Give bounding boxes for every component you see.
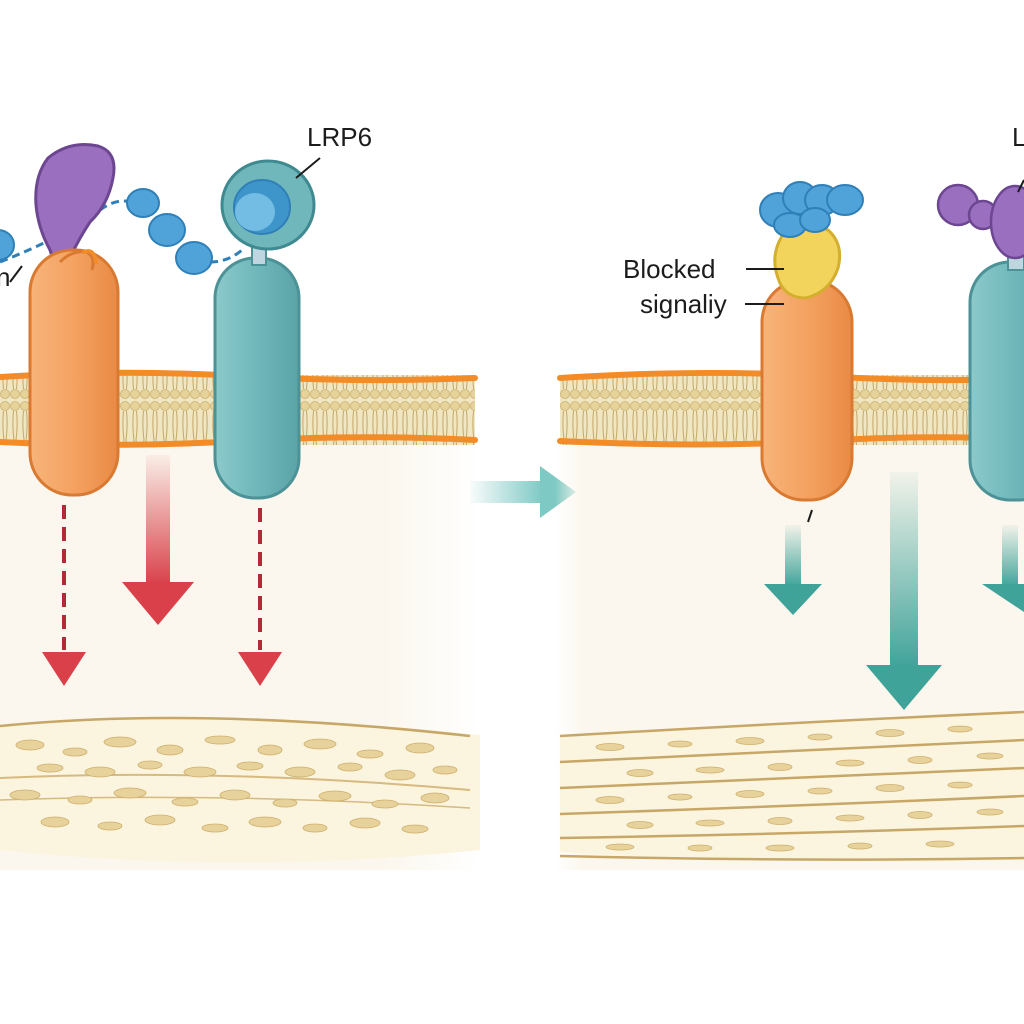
arrow-down-icon [122,582,194,625]
arrow-down-icon [238,652,282,686]
right-signal-arrow-2 [1002,525,1018,587]
arrow-down-icon [866,665,942,710]
right-orange-receptor [760,278,854,502]
signaling-label: signaliy [640,289,727,319]
lrp6-label: LRP6 [307,122,372,152]
right-signal-arrows [764,472,1024,710]
partial-label-left: n [0,262,10,292]
left-lrp6-receptor [213,256,301,500]
right-tissue [559,710,1024,862]
left-tissue [0,716,480,863]
blocked-label: Blocked [623,254,716,284]
right-signal-arrow-1 [785,525,801,587]
right-main-signal-arrow [890,472,918,668]
lrp6-leader-line [295,157,321,179]
arrow-down-icon [42,652,86,686]
left-wnt-ligand [34,143,116,265]
arrow-down-icon [982,584,1024,612]
partial-label-right: L [1012,122,1024,152]
right-panel: Blocked signaliy L [555,122,1024,870]
left-signal-arrows [42,455,282,686]
arrow-down-icon [764,584,822,615]
left-panel: LRP6 n [0,122,480,870]
left-main-signal-arrow [146,455,170,585]
right-blue-ligand [759,181,864,238]
right-wnt-ligand [936,183,1024,260]
left-orange-receptor [28,248,120,497]
right-lrp6-receptor [968,260,1024,502]
